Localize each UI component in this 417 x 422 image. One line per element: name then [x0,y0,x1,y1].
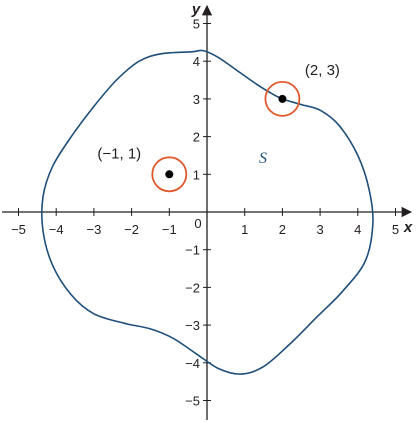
y-axis-label: y [191,1,201,18]
y-tick-labels: 5 4 3 2 1 −1 −2 −3 −4 −5 [185,17,200,409]
x-tick-label: 1 [241,222,248,237]
y-tick-label: 1 [193,167,200,182]
x-tick-label: 3 [316,222,323,237]
y-tick-label: −4 [185,356,200,371]
neighborhood-circle [151,156,188,193]
x-tick-label: −4 [49,222,64,237]
y-tick-label: −2 [185,280,200,295]
y-tick-label: 4 [193,54,200,69]
x-tick-labels: −5 −4 −3 −2 −1 1 2 3 4 5 [11,222,399,237]
x-tick-label: 2 [279,222,286,237]
y-tick-label: −5 [185,394,200,409]
x-tick-label: 5 [392,222,399,237]
points-layer: (−1, 1) (2, 3) [97,62,340,193]
point-label: (−1, 1) [97,145,141,162]
y-tick-label: 5 [193,17,200,32]
origin-label: 0 [194,216,201,231]
y-tick-label: −3 [185,318,200,333]
region-s-label: S [259,150,267,167]
y-tick-label: −1 [185,243,200,258]
x-tick-label: −5 [11,222,26,237]
neighborhood-circle [264,81,301,117]
y-tick-label: 2 [193,130,200,145]
y-tick-label: 3 [193,92,200,107]
x-axis-label: x [403,219,413,236]
point-dot [278,94,287,103]
x-tick-label: −2 [124,222,139,237]
x-tick-label: −3 [86,222,101,237]
point-label: (2, 3) [305,62,340,79]
x-ticks [18,208,396,216]
x-tick-label: −1 [162,222,177,237]
point-dot [165,170,174,179]
x-tick-label: 4 [354,222,361,237]
